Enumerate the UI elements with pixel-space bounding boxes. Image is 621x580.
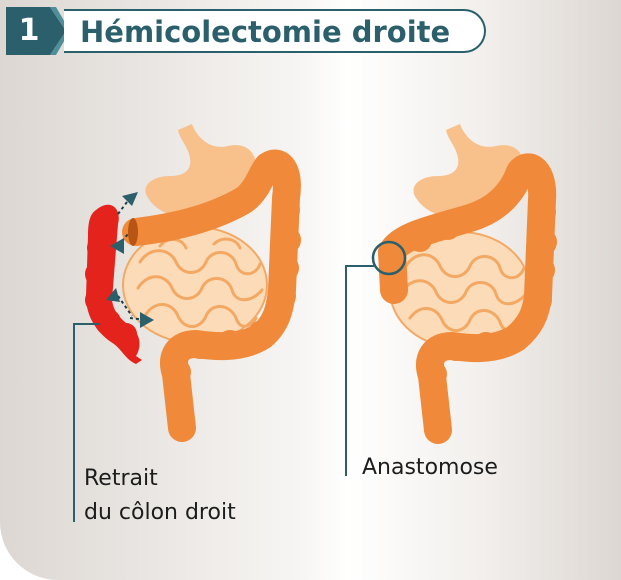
anastomosis-leader-line — [346, 266, 374, 476]
removal-label-line2: du côlon droit — [84, 500, 236, 525]
anastomosis-label: Anastomose — [362, 455, 498, 480]
right-figure — [346, 124, 557, 476]
removal-label-line1: Retrait — [84, 466, 158, 491]
removal-leader-line — [74, 324, 100, 522]
left-figure — [74, 124, 301, 522]
cut-end-left — [128, 218, 138, 246]
arrow-head — [122, 192, 138, 206]
